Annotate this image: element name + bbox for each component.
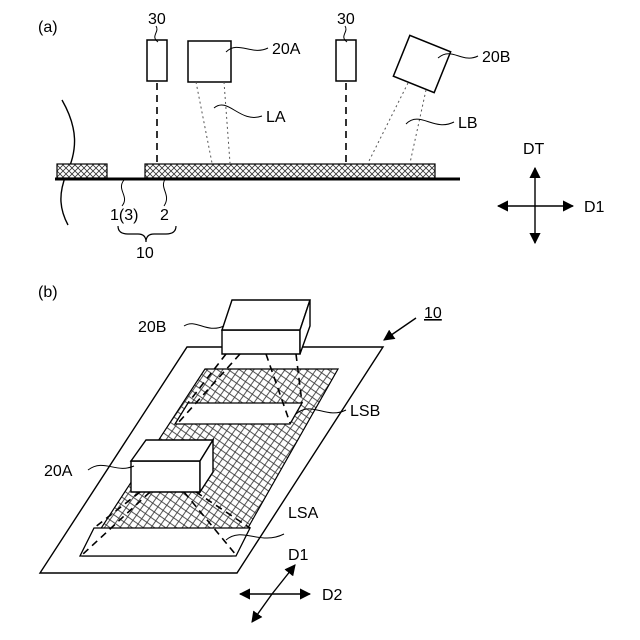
beam-lsa-label: LSA — [288, 505, 319, 522]
beam-la-label: LA — [266, 109, 286, 126]
beam-la-left — [196, 82, 212, 163]
beam-lb-leader — [406, 119, 454, 125]
sensor-30-right — [336, 40, 356, 81]
sensor-30-left — [147, 40, 167, 81]
assembly-label-b: 10 — [424, 305, 442, 322]
dir-d2-label: D2 — [322, 587, 343, 604]
beam-lb-right — [410, 90, 426, 163]
panel-b: (b) — [38, 284, 442, 622]
camera-20a-label-b: 20A — [44, 463, 73, 480]
beam-la-leader — [214, 105, 262, 117]
assembly-brace — [118, 226, 176, 242]
assembly-label-a: 10 — [136, 245, 154, 262]
direction-cross-b — [240, 565, 310, 622]
layer-2-leader — [163, 178, 166, 206]
sensor-right-label: 30 — [337, 11, 355, 28]
camera-20a — [188, 41, 231, 82]
layer-2-block-right — [145, 164, 435, 178]
camera-20b-label: 20B — [482, 49, 510, 66]
panel-a: (a) 30 20A LA 30 20B LB — [38, 11, 605, 262]
beam-la-right — [224, 82, 230, 163]
dir-dt-label: DT — [523, 141, 545, 158]
break-line — [61, 100, 75, 225]
layer-2-label: 2 — [160, 207, 169, 224]
camera-20b-label-b: 20B — [138, 319, 166, 336]
camera-20a-leader — [226, 47, 268, 52]
dir-d1-label-a: D1 — [584, 199, 605, 216]
beam-lb-left — [368, 83, 408, 163]
beam-lb-label: LB — [458, 115, 478, 132]
camera-20a-label: 20A — [272, 41, 301, 58]
direction-cross-a — [498, 168, 573, 243]
camera-20b-3d — [222, 300, 310, 354]
beam-lsb-label: LSB — [350, 403, 380, 420]
camera-20a-3d — [131, 440, 213, 492]
sensor-left-label: 30 — [148, 11, 166, 28]
dir-d1-label-b: D1 — [288, 547, 309, 564]
camera-20b — [393, 35, 450, 92]
camera-20b-leader-b — [184, 324, 224, 329]
layer-1-label: 1(3) — [110, 207, 138, 224]
layer-1-leader — [121, 180, 124, 206]
panel-b-label: (b) — [38, 284, 58, 301]
assembly-arrow — [384, 318, 416, 340]
layer-2-block-left — [57, 164, 107, 178]
beam-lsb-strip — [175, 403, 302, 424]
panel-a-label: (a) — [38, 19, 58, 36]
